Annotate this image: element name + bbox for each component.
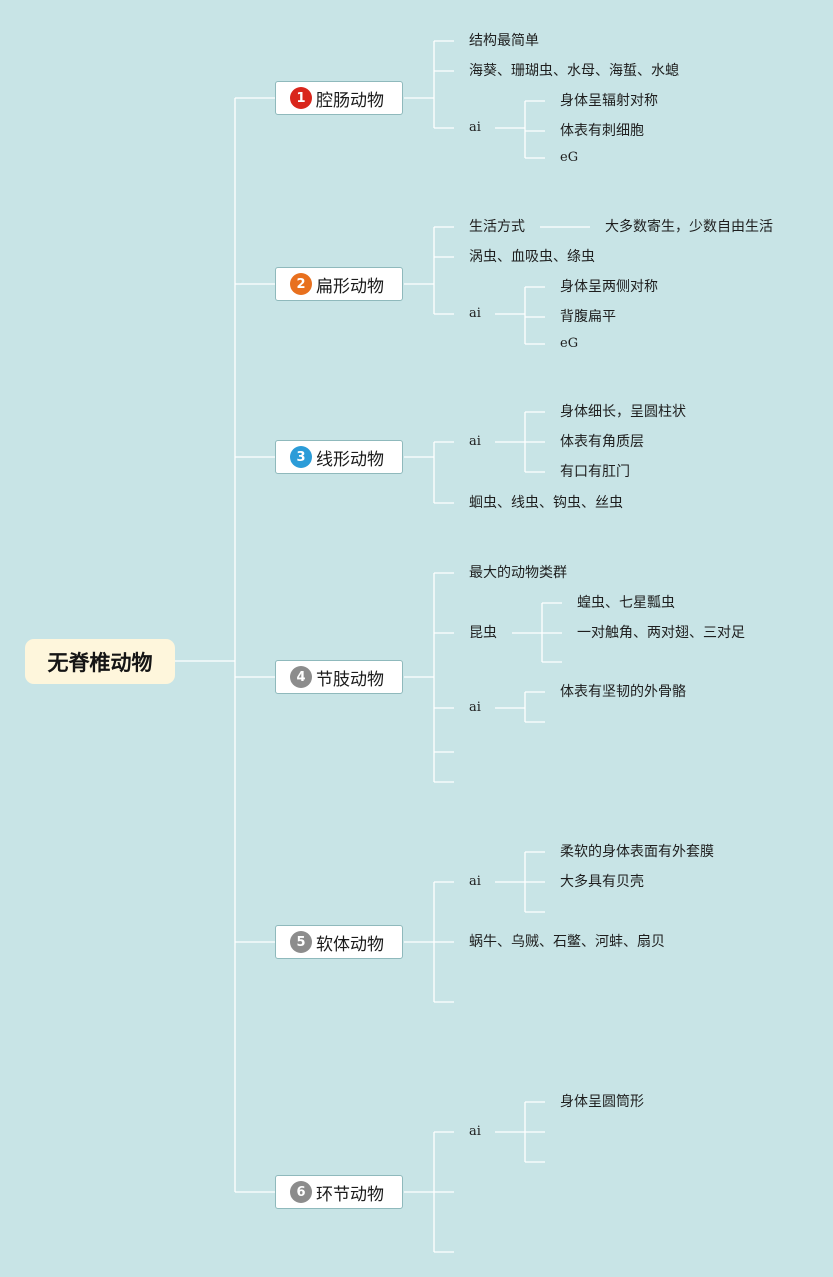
leaf-ai-label: ai [469, 700, 481, 715]
branch-label: 线形动物 [316, 449, 384, 470]
branch-node-3[interactable]: 3 线形动物 [275, 440, 403, 474]
leaf-text: 身体细长，呈圆柱状 [560, 404, 686, 420]
leaf-text: 海葵、珊瑚虫、水母、海蜇、水螅 [469, 63, 679, 79]
leaf-text: 一对触角、两对翅、三对足 [577, 625, 745, 641]
leaf-text: 身体呈辐射对称 [560, 93, 658, 109]
leaf-text: 昆虫 [469, 625, 497, 641]
leaf-text: 结构最简单 [469, 33, 539, 49]
leaf-text: 背腹扁平 [560, 309, 616, 325]
number-badge: 3 [290, 446, 312, 468]
branch-node-5[interactable]: 5 软体动物 [275, 925, 403, 959]
leaf-text: 蛔虫、线虫、钩虫、丝虫 [469, 495, 623, 511]
leaf-text: 大多数寄生，少数自由生活 [605, 219, 773, 235]
branch-label: 软体动物 [316, 934, 384, 955]
leaf-text: 大多具有贝壳 [560, 874, 644, 890]
leaf-ai-label: ai [469, 1124, 481, 1139]
leaf-text: 身体呈圆筒形 [560, 1094, 644, 1110]
branch-label: 节肢动物 [316, 669, 384, 690]
leaf-ai-label: ai [469, 874, 481, 889]
leaf-text: 体表有坚韧的外骨骼 [560, 684, 686, 700]
leaf-text: 体表有刺细胞 [560, 123, 644, 139]
branch-label: 扁形动物 [316, 276, 384, 297]
number-badge: 4 [290, 666, 312, 688]
leaf-text: 涡虫、血吸虫、绦虫 [469, 249, 595, 265]
leaf-ai-label: ai [469, 306, 481, 321]
leaf-ai-label: ai [469, 434, 481, 449]
leaf-text: 最大的动物类群 [469, 565, 567, 581]
leaf-eg-label: eG [560, 336, 579, 351]
leaf-text: 生活方式 [469, 219, 525, 235]
branch-node-4[interactable]: 4 节肢动物 [275, 660, 403, 694]
leaf-text: 柔软的身体表面有外套膜 [560, 844, 714, 860]
branch-label: 腔肠动物 [316, 90, 384, 111]
leaf-eg-label: eG [560, 150, 579, 165]
branch-node-2[interactable]: 2 扁形动物 [275, 267, 403, 301]
number-badge: 6 [290, 1181, 312, 1203]
number-badge: 2 [290, 273, 312, 295]
branch-label: 环节动物 [316, 1184, 384, 1205]
number-badge: 1 [290, 87, 312, 109]
root-node[interactable]: 无脊椎动物 [25, 639, 175, 684]
leaf-text: 蝗虫、七星瓢虫 [577, 595, 675, 611]
number-badge: 5 [290, 931, 312, 953]
leaf-text: 蜗牛、乌贼、石鳖、河蚌、扇贝 [469, 934, 665, 950]
leaf-text: 有口有肛门 [560, 464, 630, 480]
branch-node-1[interactable]: 1 腔肠动物 [275, 81, 403, 115]
leaf-ai-label: ai [469, 120, 481, 135]
root-label: 无脊椎动物 [47, 650, 153, 675]
branch-node-6[interactable]: 6 环节动物 [275, 1175, 403, 1209]
leaf-text: 体表有角质层 [560, 434, 644, 450]
leaf-text: 身体呈两侧对称 [560, 279, 658, 295]
